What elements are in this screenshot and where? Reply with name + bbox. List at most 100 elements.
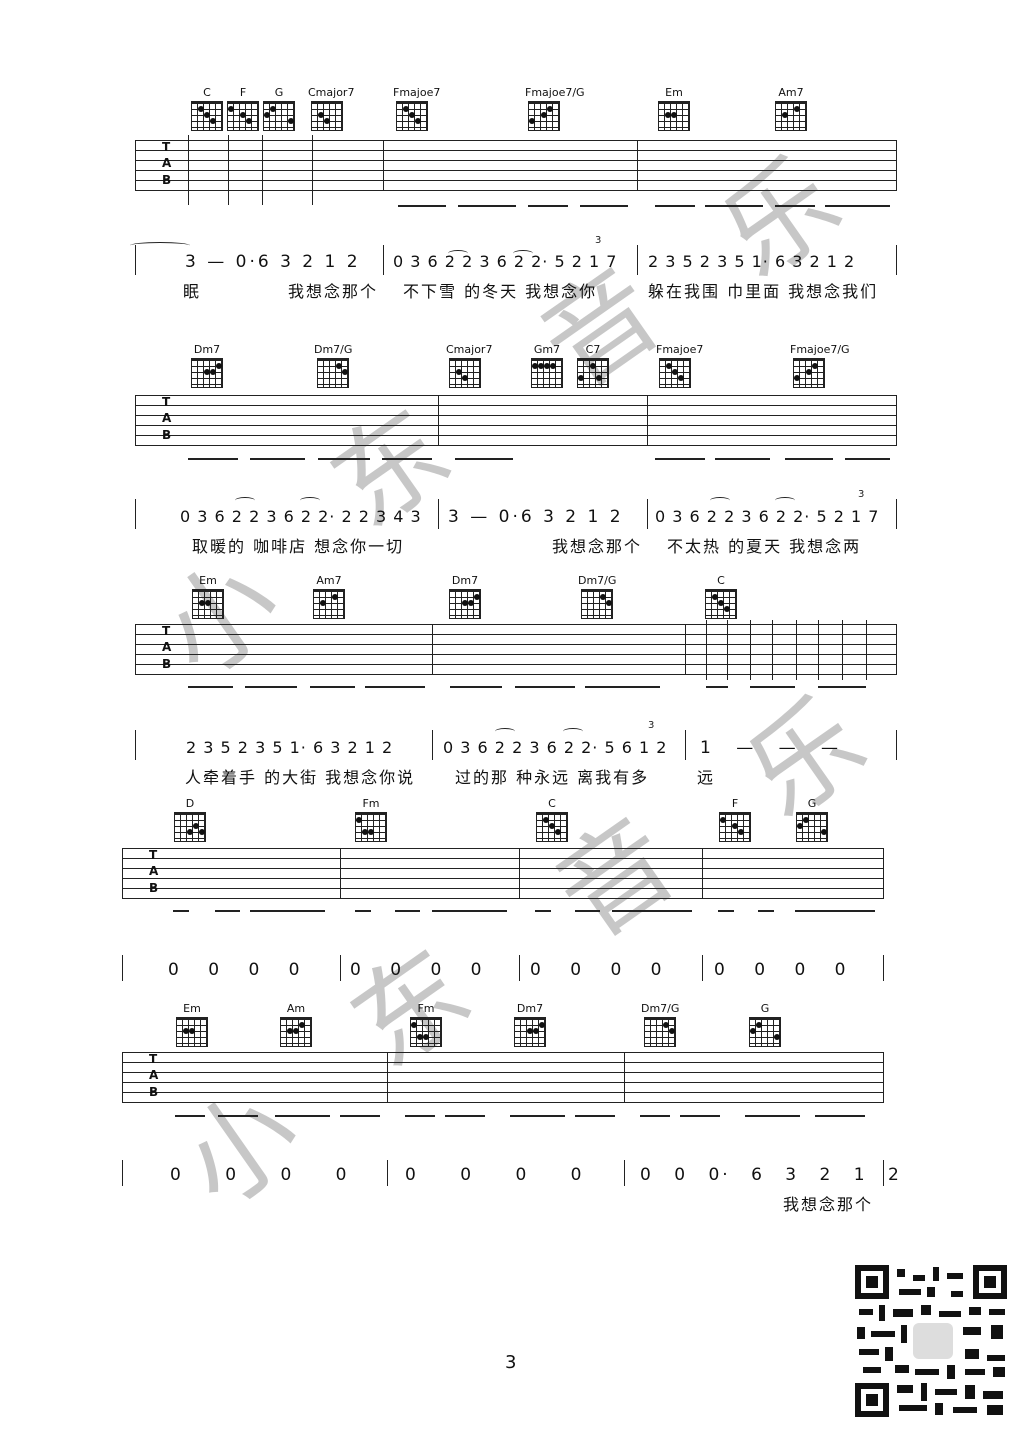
chord-name: Fmajoe7/G [790, 343, 850, 356]
lyrics-line: 我想念那个 [288, 282, 379, 301]
chord-name: C [203, 86, 211, 99]
chord-name: G [760, 1002, 770, 1015]
chord-name: Am7 [778, 86, 804, 99]
chord-diagram: Em [173, 1002, 211, 1047]
chord-grid [531, 358, 563, 388]
chord-name: Fm [362, 797, 380, 810]
chord-name: Dm7/G [314, 343, 353, 356]
tab-letter-t: T [149, 848, 158, 862]
chord-grid [227, 101, 259, 131]
tab-letter-a: A [149, 1068, 159, 1082]
tuplet-mark: 3 [648, 720, 655, 731]
chord-diagram: Em [655, 86, 693, 131]
chord-diagram: Fmajoe7/G [790, 343, 850, 388]
chord-grid [174, 812, 206, 842]
system-4: D Fm C F G T A B 0 0 0 0 0 0 0 0 0 0 0 0… [0, 795, 1020, 995]
lyrics-line: 过的那 种永远 离我有多 [455, 768, 650, 787]
chord-diagram: Dm7/G [578, 574, 616, 619]
qr-code [855, 1265, 1007, 1417]
chord-name: Em [199, 574, 217, 587]
jianpu-measure: 0 0 0 0 [170, 1165, 350, 1185]
system-1: C F G Cmajor7 Fmajoe7 Fmajoe7/G Em Am7 T… [0, 80, 1020, 310]
chord-grid [311, 101, 343, 131]
tab-letter-a: A [162, 640, 172, 654]
chord-name: Fmajoe7 [656, 343, 704, 356]
chord-grid [705, 589, 737, 619]
chord-diagram: Dm7/G [314, 343, 352, 388]
tab-letter-b: B [149, 881, 159, 895]
tab-letter-a: A [162, 156, 172, 170]
chord-diagram: Fm [352, 797, 390, 842]
jianpu-measure: 0 0 0 0 [168, 960, 303, 980]
chord-diagram: Fm [407, 1002, 445, 1047]
chord-name: Cmajor7 [446, 343, 493, 356]
chord-grid [396, 101, 428, 131]
chord-diagram: C [188, 86, 226, 131]
chord-diagram: Am7 [310, 574, 348, 619]
chord-diagram: C [533, 797, 571, 842]
chord-name: Em [665, 86, 683, 99]
chord-grid [355, 812, 387, 842]
chord-grid [191, 101, 223, 131]
chord-grid [749, 1017, 781, 1047]
chord-diagram: C7 [574, 343, 612, 388]
chord-grid [176, 1017, 208, 1047]
chord-name: Dm7 [516, 1002, 544, 1015]
chord-name: Dm7/G [578, 574, 617, 587]
chord-grid [514, 1017, 546, 1047]
jianpu-measure: 0 0 0 0 [530, 960, 665, 980]
tuplet-mark: 3 [858, 489, 865, 500]
chord-name: Em [183, 1002, 201, 1015]
chord-name: G [807, 797, 817, 810]
lyrics-line: 眠 [183, 282, 202, 301]
lyrics-line: 我想念那个 [783, 1195, 874, 1214]
tab-letter-t: T [162, 624, 171, 638]
jianpu-measure: 0 3 6 2 2 3 6 2 2· 2 2 3 4 3 [180, 507, 422, 526]
chord-name: F [731, 797, 739, 810]
chord-diagram: F [224, 86, 262, 131]
chord-name: Dm7 [193, 343, 221, 356]
jianpu-measure: 3 — 0·6 3 2 1 2 [185, 252, 361, 272]
chord-diagram: Cmajor7 [446, 343, 493, 388]
jianpu-measure: 0 0 0 0 [405, 1165, 585, 1185]
chord-name: Cmajor7 [308, 86, 355, 99]
chord-diagram: D [171, 797, 209, 842]
chord-diagram: G [260, 86, 298, 131]
chord-grid [313, 589, 345, 619]
chord-diagram: Gm7 [528, 343, 566, 388]
lyrics-line: 人牵着手 的大街 我想念你说 [185, 768, 416, 787]
chord-name: G [274, 86, 284, 99]
chord-diagram: Dm7 [446, 574, 484, 619]
chord-name: Dm7/G [641, 1002, 680, 1015]
chord-grid [192, 589, 224, 619]
chord-diagram: Dm7/G [641, 1002, 679, 1047]
chord-name: C7 [585, 343, 601, 356]
chord-grid [317, 358, 349, 388]
chord-grid [280, 1017, 312, 1047]
chord-diagram: Dm7 [188, 343, 226, 388]
chord-name: C [717, 574, 725, 587]
chord-name: C [548, 797, 556, 810]
jianpu-measure: 3 — 0·6 3 2 1 2 [448, 507, 624, 527]
lyrics-line: 我想念那个 [552, 537, 643, 556]
chord-grid [796, 812, 828, 842]
system-3: Em Am7 Dm7 Dm7/G C T A B 3 2 3 5 2 3 5 1… [0, 568, 1020, 798]
tab-letter-b: B [162, 428, 172, 442]
jianpu-measure: 2 3 5 2 3 5 1· 6 3 2 1 2 [648, 252, 856, 271]
page-number: 3 [505, 1352, 517, 1373]
chord-name: F [239, 86, 247, 99]
lyrics-line: 远 [697, 768, 716, 787]
jianpu-measure: 0 3 6 2 2 3 6 2 2· 5 6 1 2 [443, 738, 668, 757]
lyrics-line: 不太热 的夏天 我想念两 [667, 537, 862, 556]
chord-diagram: Am7 [772, 86, 810, 131]
tab-letter-a: A [162, 411, 172, 425]
chord-grid [644, 1017, 676, 1047]
system-5: Em Am Fm Dm7 Dm7/G G T A B 0 0 0 0 0 0 0… [0, 1000, 1020, 1220]
tab-staff: T A B [122, 1052, 884, 1104]
chord-name: Dm7 [451, 574, 479, 587]
chord-grid [658, 101, 690, 131]
tab-staff: T A B [122, 848, 884, 900]
chord-diagram: Em [189, 574, 227, 619]
tab-staff: T A B [135, 395, 897, 447]
jianpu-measure: 0 3 6 2 2 3 6 2 2· 5 2 1 7 [655, 507, 880, 526]
